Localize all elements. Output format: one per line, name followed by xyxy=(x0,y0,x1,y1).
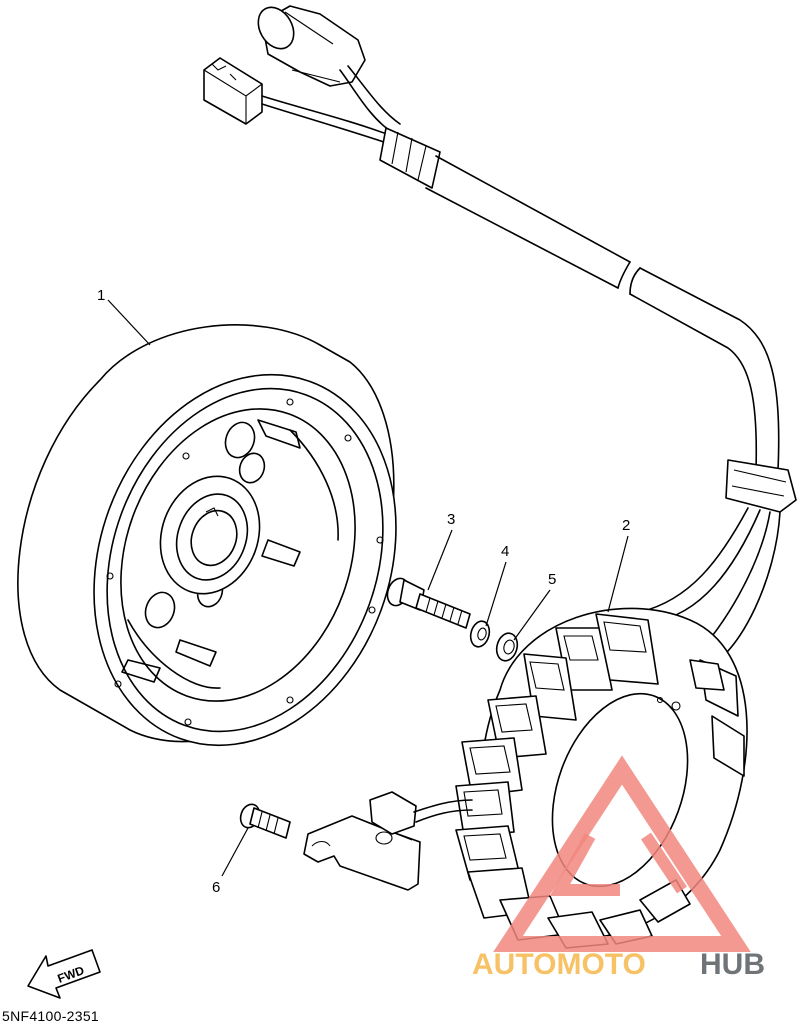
rotor-flywheel xyxy=(17,324,397,747)
spring-washer-4 xyxy=(469,620,491,648)
callout-3: 3 xyxy=(447,511,455,528)
callout-6: 6 xyxy=(212,879,220,896)
callout-4: 4 xyxy=(501,543,509,560)
diagram-reference-code: 5NF4100-2351 xyxy=(2,1008,99,1024)
watermark-text-automoto: AUTOMOTO xyxy=(472,948,646,981)
automotohub-watermark: AUTOMOTO HUB xyxy=(472,755,765,981)
fwd-arrow-icon: FWD xyxy=(27,949,101,999)
callout-2: 2 xyxy=(622,517,630,534)
watermark-text-hub: HUB xyxy=(700,948,765,981)
pickup-bracket xyxy=(303,791,473,891)
leader-lines xyxy=(107,299,629,877)
screw-6 xyxy=(239,803,291,839)
wire-harness xyxy=(203,5,797,665)
callout-labels: 1 2 3 4 5 6 xyxy=(97,287,630,896)
bolt-3 xyxy=(386,577,471,629)
washer-5 xyxy=(495,632,519,662)
callout-5: 5 xyxy=(548,571,556,588)
callout-1: 1 xyxy=(97,287,105,304)
